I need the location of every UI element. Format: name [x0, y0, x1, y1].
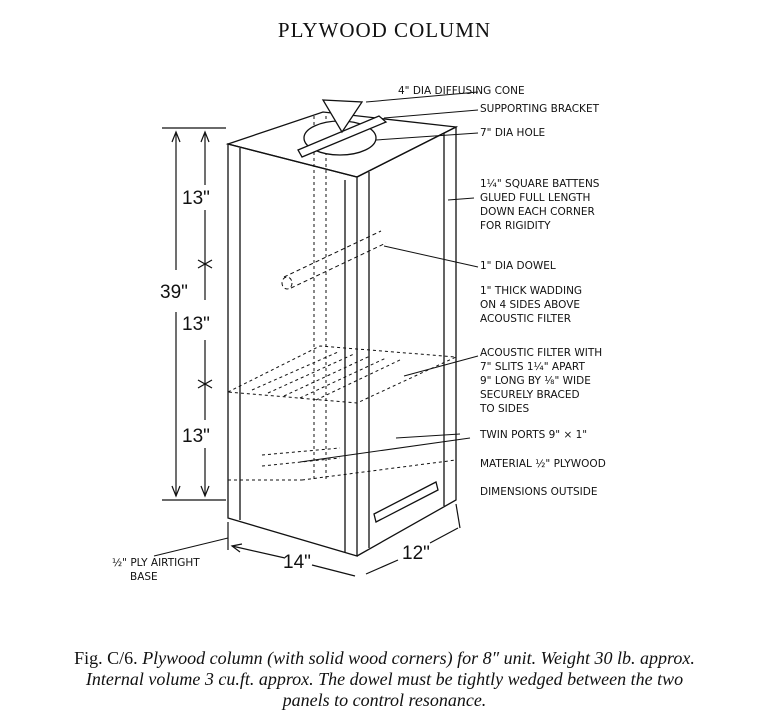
column-diagram: 13" 39" 13" 13" 14" 12" 4" DIA DIFFUSING… [112, 85, 606, 583]
caption-line-1: Fig. C/6. Plywood column (with solid woo… [0, 648, 769, 669]
label-bracket: SUPPORTING BRACKET [480, 103, 600, 115]
caption-line-3: panels to control resonance. [282, 690, 487, 710]
height-dimension [162, 127, 226, 501]
label-battens-1: 1¼" SQUARE BATTENS [480, 178, 600, 190]
label-base-2: BASE [130, 571, 158, 583]
label-base-1: ½" PLY AIRTIGHT [112, 557, 200, 569]
dim-depth: 12" [402, 543, 430, 564]
dim-height-top: 13" [182, 188, 210, 209]
dim-height-total: 39" [160, 282, 188, 303]
label-filter-1: ACOUSTIC FILTER WITH [480, 347, 602, 359]
port-front [373, 481, 439, 523]
front-face [227, 143, 358, 557]
dowel [281, 230, 387, 290]
label-battens-2: GLUED FULL LENGTH [480, 192, 590, 204]
caption-line-1-text: Plywood column (with solid wood corners)… [142, 648, 695, 668]
dim-width: 14" [283, 552, 311, 573]
caption-line-2: Internal volume 3 cu.ft. approx. The dow… [85, 669, 684, 689]
label-ports: TWIN PORTS 9" × 1" [479, 429, 587, 441]
label-wadding-1: 1" THICK WADDING [480, 285, 582, 297]
top-fittings [297, 99, 388, 158]
label-dowel: 1" DIA DOWEL [480, 260, 556, 272]
base-dimensions [227, 503, 461, 577]
label-filter-2: 7" SLITS 1¼" APART [480, 361, 585, 373]
label-wadding-3: ACOUSTIC FILTER [480, 313, 571, 325]
label-battens-4: FOR RIGIDITY [480, 220, 551, 232]
figure-title: PLYWOOD COLUMN [277, 18, 492, 42]
label-filter-4: SECURELY BRACED [480, 389, 580, 401]
caption-fig-number: Fig. C/6. [74, 648, 138, 668]
label-hole: 7" DIA HOLE [480, 127, 545, 139]
label-material: MATERIAL ½" PLYWOOD [480, 458, 606, 470]
label-cone: 4" DIA DIFFUSING CONE [398, 85, 525, 97]
label-filter-5: TO SIDES [479, 403, 529, 415]
figure-caption: Fig. C/6. Plywood column (with solid woo… [0, 648, 769, 711]
dim-height-bottom: 13" [182, 426, 210, 447]
dim-height-mid: 13" [182, 314, 210, 335]
bracket [297, 115, 388, 158]
leader-lines [153, 91, 479, 557]
cone [321, 99, 364, 134]
right-face [356, 125, 457, 557]
label-filter-3: 9" LONG BY ⅛" WIDE [480, 375, 591, 387]
label-wadding-2: ON 4 SIDES ABOVE [480, 299, 580, 311]
label-outside: DIMENSIONS OUTSIDE [480, 486, 597, 498]
acoustic-filter [226, 345, 458, 404]
label-battens-3: DOWN EACH CORNER [480, 206, 595, 218]
hidden-lines [226, 116, 458, 481]
